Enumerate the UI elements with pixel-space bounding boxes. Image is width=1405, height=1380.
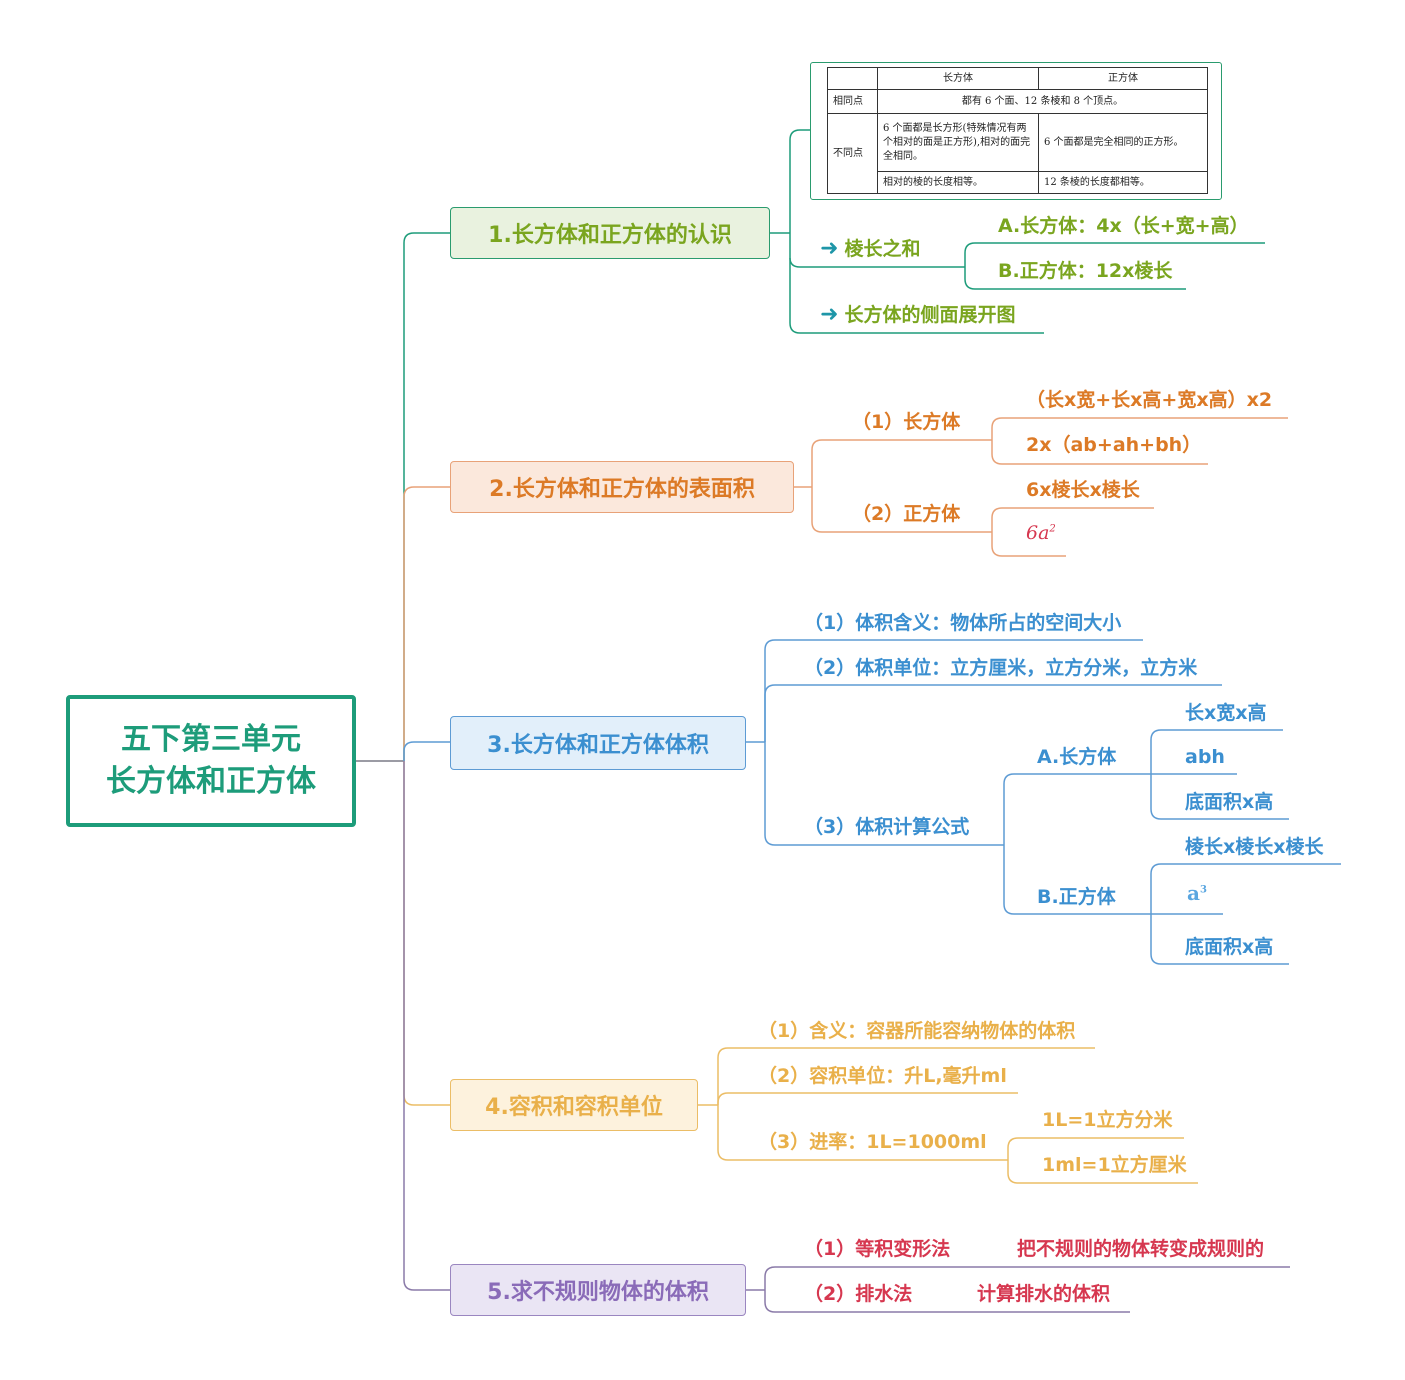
volume-cuboid-label: A.长方体	[1037, 746, 1117, 768]
table-cell: 长方体	[877, 67, 1039, 90]
volume-cube-formula-1: 棱长x棱长x棱长	[1185, 836, 1324, 858]
branch-3-title: 3.长方体和正方体体积	[487, 733, 709, 758]
branch-4-title: 4.容积和容积单位	[485, 1095, 663, 1120]
method-1-desc: 把不规则的物体转变成规则的	[1017, 1238, 1265, 1260]
formula-base: a	[1187, 881, 1200, 905]
method-2-desc: 计算排水的体积	[977, 1283, 1111, 1305]
volume-cuboid-formula-2: abh	[1185, 746, 1225, 768]
volume-cube-formula-2: a3	[1187, 881, 1207, 905]
capacity-units: （2）容积单位：升L,毫升ml	[758, 1065, 1007, 1087]
formula-exponent: 3	[1199, 884, 1207, 896]
table-row: 相对的棱的长度相等。 12 条棱的长度都相等。	[828, 171, 1208, 194]
surface-cuboid-formula-2: 2x（ab+ah+bh）	[1026, 434, 1202, 456]
method-2-label: （2）排水法	[804, 1283, 913, 1305]
table-cell: 相对的棱的长度相等。	[877, 171, 1039, 194]
volume-units: （2）体积单位：立方厘米，立方分米，立方米	[804, 657, 1198, 679]
volume-meaning: （1）体积含义：物体所占的空间大小	[804, 612, 1122, 634]
table-cell: 不同点	[827, 113, 878, 194]
table-row: 相同点 都有 6 个面、12 条棱和 8 个顶点。	[827, 89, 1208, 114]
branch-5-topic: 5.求不规则物体的体积	[450, 1264, 746, 1316]
volume-cube-label: B.正方体	[1037, 886, 1116, 908]
edge-sum-cube: B.正方体：12x棱长	[998, 260, 1173, 282]
surface-cuboid-formula-1: （长x宽+长x高+宽x高）x2	[1026, 389, 1273, 411]
table-cell: 都有 6 个面、12 条棱和 8 个顶点。	[877, 89, 1208, 114]
edge-sum-label: ➜棱长之和	[820, 237, 920, 261]
surface-cube-formula-2: 6a2	[1026, 522, 1056, 544]
capacity-rate-ml: 1ml=1立方厘米	[1042, 1154, 1187, 1176]
surface-cube-label: （2）正方体	[852, 503, 961, 525]
capacity-rate-label: （3）进率：1L=1000ml	[758, 1131, 987, 1153]
table-row: 不同点 6 个面都是长方形(特殊情况有两个相对的面是正方形),相对的面完全相同。…	[827, 113, 1208, 194]
formula-base: 6a	[1026, 522, 1050, 544]
arrow-right-icon: ➜	[820, 302, 839, 327]
formula-exponent: 2	[1049, 523, 1056, 535]
edge-sum-text: 棱长之和	[844, 238, 921, 260]
volume-cuboid-formula-1: 长x宽x高	[1185, 702, 1267, 724]
branch-2-topic: 2.长方体和正方体的表面积	[450, 461, 794, 513]
volume-cube-formula-3: 底面积x高	[1185, 936, 1274, 958]
volume-cuboid-formula-3: 底面积x高	[1185, 791, 1274, 813]
surface-cuboid-label: （1）长方体	[852, 411, 961, 433]
arrow-right-icon: ➜	[820, 236, 839, 261]
branch-1-title: 1.长方体和正方体的认识	[488, 223, 732, 248]
table-cell: 12 条棱的长度都相等。	[1038, 171, 1208, 194]
table-cell: 正方体	[1038, 67, 1208, 90]
table-cell: 6 个面都是长方形(特殊情况有两个相对的面是正方形),相对的面完全相同。	[877, 113, 1039, 172]
capacity-rate-litre: 1L=1立方分米	[1042, 1109, 1173, 1131]
root-topic: 五下第三单元 长方体和正方体	[66, 695, 356, 827]
method-1-label: （1）等积变形法	[804, 1238, 951, 1260]
table-row: 长方体 正方体	[827, 67, 1208, 90]
capacity-meaning: （1）含义：容器所能容纳物体的体积	[758, 1020, 1076, 1042]
table-cell	[827, 67, 878, 90]
branch-3-topic: 3.长方体和正方体体积	[450, 716, 746, 770]
table-cell: 6 个面都是完全相同的正方形。	[1038, 113, 1208, 172]
branch-2-title: 2.长方体和正方体的表面积	[489, 477, 755, 502]
comparison-table-card: 长方体 正方体 相同点 都有 6 个面、12 条棱和 8 个顶点。 不同点 6 …	[810, 62, 1222, 200]
surface-cube-formula-1: 6x棱长x棱长	[1026, 479, 1140, 501]
unfold-label: ➜长方体的侧面展开图	[820, 303, 1015, 327]
root-title-line1: 五下第三单元	[121, 722, 301, 757]
table-cell: 相同点	[827, 89, 878, 114]
edge-sum-cuboid: A.长方体：4x（长+宽+高）	[998, 215, 1249, 237]
unfold-text: 长方体的侧面展开图	[844, 304, 1016, 326]
root-title-line2: 长方体和正方体	[106, 764, 316, 799]
branch-5-title: 5.求不规则物体的体积	[487, 1280, 709, 1305]
branch-1-topic: 1.长方体和正方体的认识	[450, 207, 770, 259]
branch-4-topic: 4.容积和容积单位	[450, 1079, 698, 1131]
volume-formula-label: （3）体积计算公式	[804, 816, 970, 838]
comparison-table: 长方体 正方体 相同点 都有 6 个面、12 条棱和 8 个顶点。 不同点 6 …	[827, 67, 1208, 194]
